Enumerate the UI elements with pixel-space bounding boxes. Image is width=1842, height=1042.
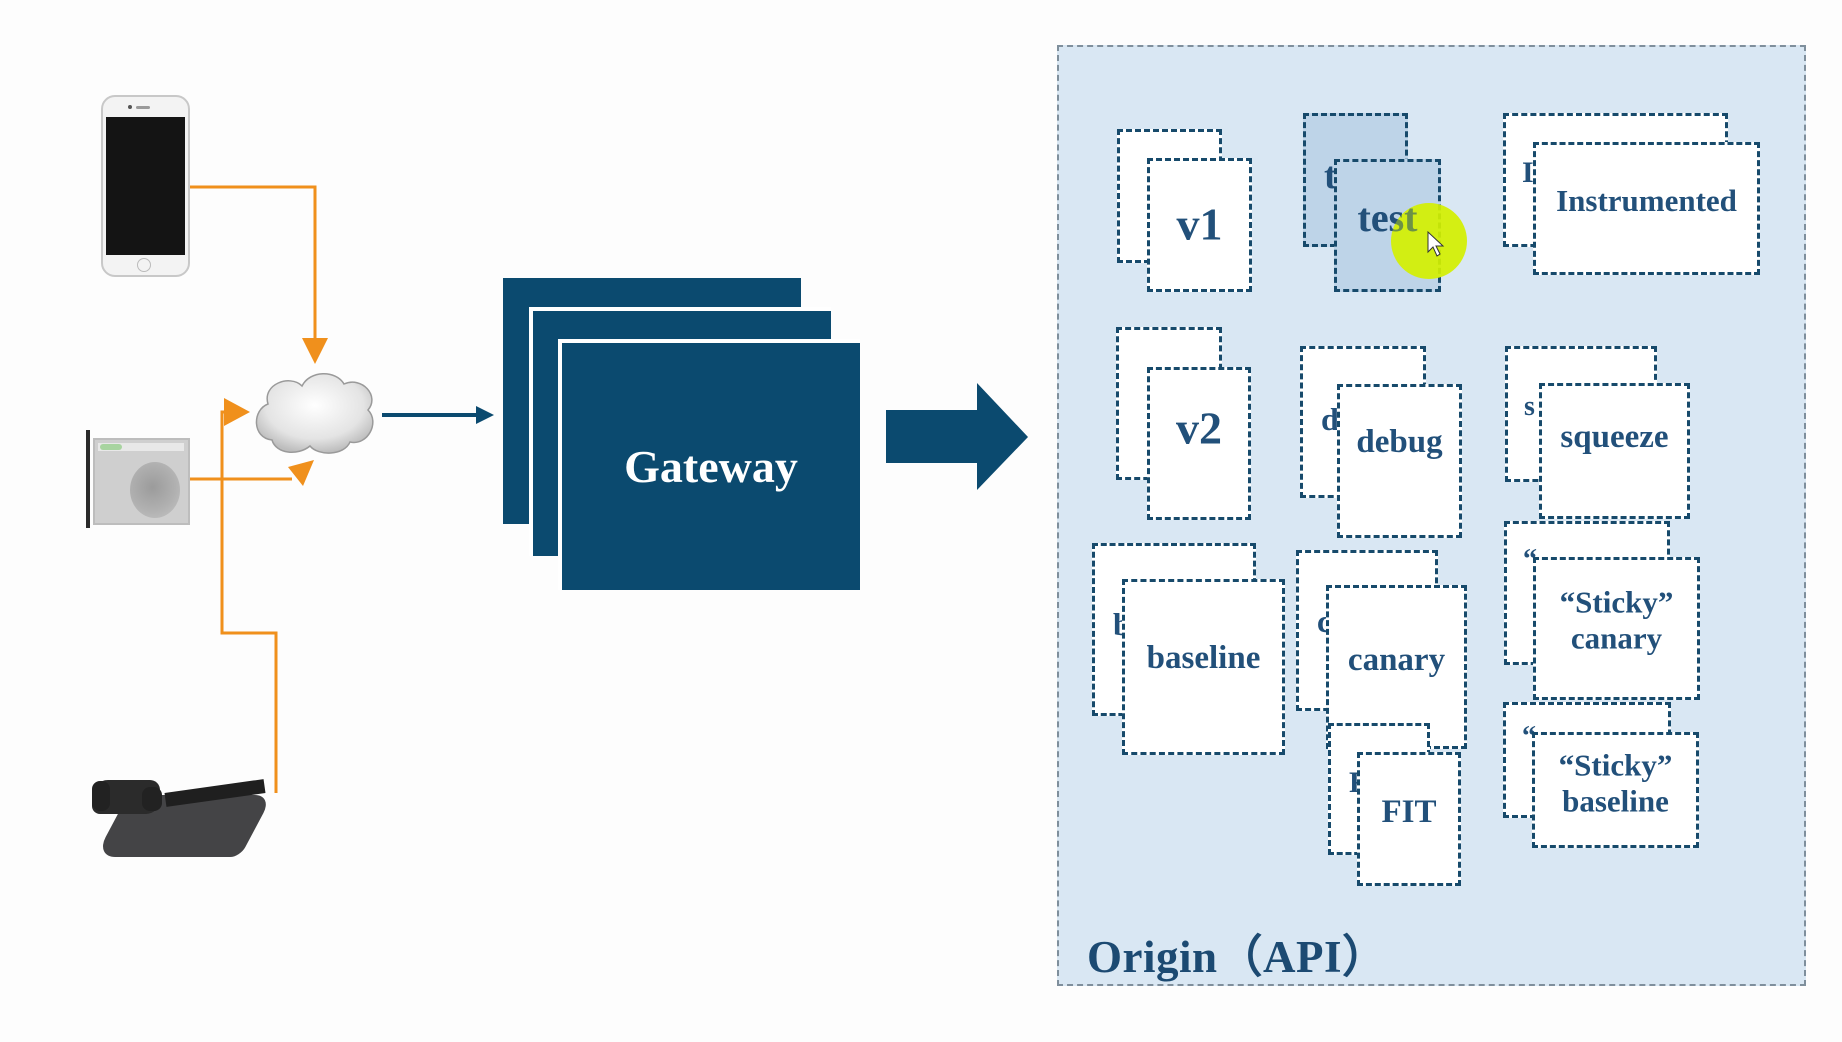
service-card-front[interactable]: “Sticky” baseline [1532, 732, 1699, 848]
service-card-front[interactable]: squeeze [1539, 383, 1690, 519]
phone-screen [106, 117, 185, 255]
browser-window-controls [100, 444, 122, 450]
service-label: canary [1347, 641, 1446, 678]
connector-console-to-cloud [220, 410, 278, 793]
gateway-to-origin-arrow [886, 383, 1028, 490]
controller-grip-right [142, 787, 162, 811]
gateway-label: Gateway [624, 441, 798, 492]
service-card-front[interactable]: FIT [1357, 752, 1461, 886]
arrowhead-web [288, 460, 314, 486]
service-label: Instrumented [1556, 183, 1737, 219]
globe-icon [130, 462, 180, 518]
service-peek-label: s [1524, 391, 1535, 422]
service-label: “Sticky” baseline [1558, 747, 1673, 819]
browser-edge [86, 430, 90, 528]
arrowhead-gateway [476, 406, 494, 424]
service-card-front[interactable]: v1 [1147, 158, 1252, 292]
connector-mobile-to-cloud [190, 185, 317, 340]
service-peek-label: d [1321, 401, 1339, 437]
cloud-icon [255, 373, 374, 454]
controller-grip-left [92, 781, 110, 811]
service-card-front[interactable]: v2 [1147, 367, 1251, 520]
service-label: v2 [1176, 402, 1222, 454]
service-label: baseline [1146, 639, 1261, 676]
service-card-front[interactable]: debug [1337, 384, 1462, 538]
service-label: debug [1356, 424, 1443, 461]
service-card-front[interactable]: “Sticky” canary [1533, 557, 1700, 700]
phone-speaker [136, 106, 150, 109]
service-label: “Sticky” canary [1559, 584, 1674, 656]
phone-camera [128, 105, 132, 109]
cursor-highlight [1391, 203, 1467, 279]
service-label: v1 [1176, 198, 1223, 250]
gateway-instance-front[interactable] [558, 339, 860, 590]
service-card-front[interactable]: canary [1326, 585, 1467, 749]
origin-label: Origin（API） [1087, 932, 1388, 982]
service-card-front[interactable]: Instrumented [1533, 142, 1760, 275]
service-peek-label: I [1522, 156, 1534, 189]
browser-address-bar [98, 443, 184, 451]
arrowhead-mobile [302, 338, 328, 364]
service-label: squeeze [1560, 419, 1669, 456]
service-label: FIT [1381, 793, 1437, 830]
arrowhead-console [224, 398, 250, 426]
phone-home-button [137, 258, 151, 272]
service-card-front[interactable]: baseline [1122, 579, 1285, 755]
service-peek-label: t [1324, 155, 1337, 197]
